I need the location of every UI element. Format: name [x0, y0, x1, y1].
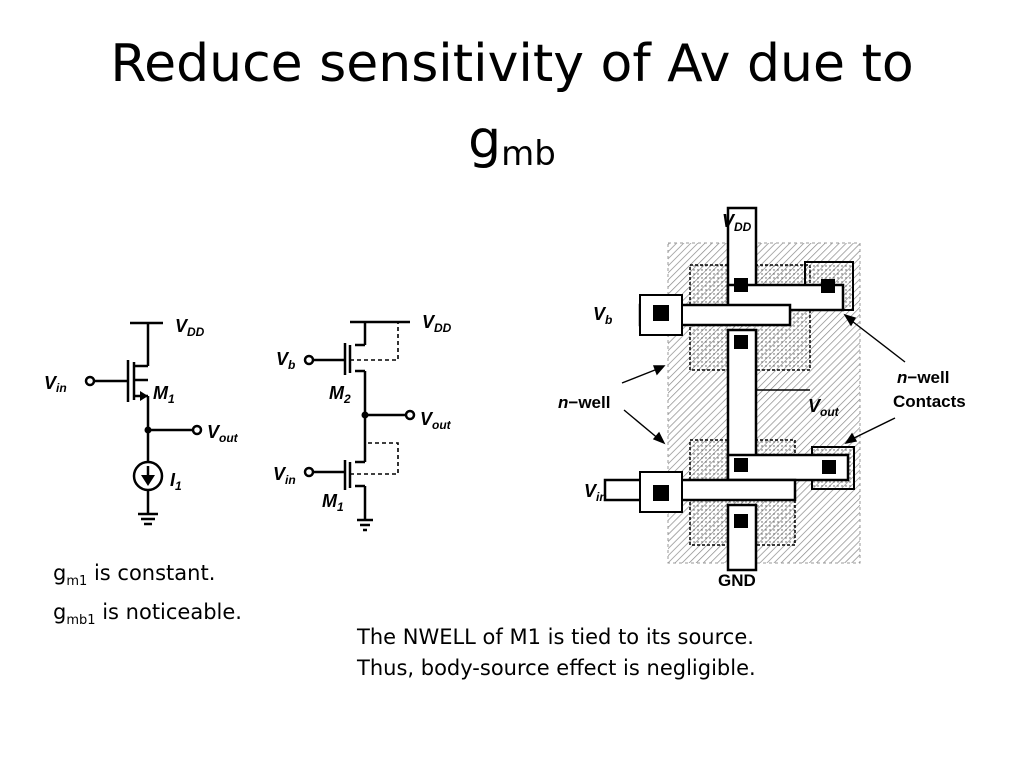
nwell-note-line1: The NWELL of M1 is tied to its source. — [357, 625, 754, 649]
layout-vout-label: Vout — [808, 396, 840, 419]
slide-title: Reduce sensitivity of Av due to gmb — [0, 26, 1024, 192]
c2-vb-label: Vb — [276, 349, 295, 372]
nwell-note-line2: Thus, body-source effect is negligible. — [357, 656, 756, 680]
c1-vin-label: Vin — [44, 373, 67, 395]
gmb1-note: gmb1 is noticeable. — [53, 600, 242, 629]
body-arrow-icon — [140, 391, 148, 401]
c2-vdd-label: VDD — [422, 312, 452, 335]
nwell-notes: The NWELL of M1 is tied to its source. T… — [357, 622, 756, 684]
body-ties-dashed — [350, 322, 399, 475]
c1-m1-label: M1 — [153, 383, 175, 406]
c2-output-node-dot — [361, 411, 369, 419]
output-node-dot — [144, 426, 152, 434]
label-arrows — [621, 313, 906, 445]
layout-nwell-left-label: n−well — [558, 393, 610, 412]
c2-vout-label: Vout — [420, 409, 452, 432]
c2-m2-label: M2 — [329, 383, 351, 406]
c1-vout-label: Vout — [207, 422, 239, 445]
m1-gate-poly — [603, 478, 797, 502]
current-source-arrow-icon — [141, 475, 155, 486]
layout-contacts-label: Contacts — [893, 392, 966, 411]
layout-gnd-label: GND — [718, 571, 756, 590]
contact-squares — [653, 278, 836, 528]
c2-m1-label: M1 — [322, 491, 344, 514]
layout-vdd-label: VDD — [722, 211, 752, 234]
layout-drawing — [603, 206, 906, 572]
layout-nwell-right-label: n−well — [897, 368, 949, 387]
title-g-text: g — [468, 110, 502, 170]
layout-vin-label: Vin — [584, 481, 607, 504]
title-subscript: mb — [501, 134, 556, 174]
gm1-note: gm1 is constant. — [53, 561, 216, 590]
layout-vb-label: Vb — [593, 304, 612, 327]
c2-vin-label: Vin — [273, 464, 296, 487]
c1-i1-label: I1 — [170, 470, 182, 493]
source-follower-schematic — [84, 321, 203, 526]
c1-vdd-label: VDD — [175, 316, 205, 339]
gm-notes: gm1 is constant. gmb1 is noticeable. — [53, 558, 242, 636]
title-main-text: Reduce sensitivity of Av due to — [110, 34, 914, 94]
